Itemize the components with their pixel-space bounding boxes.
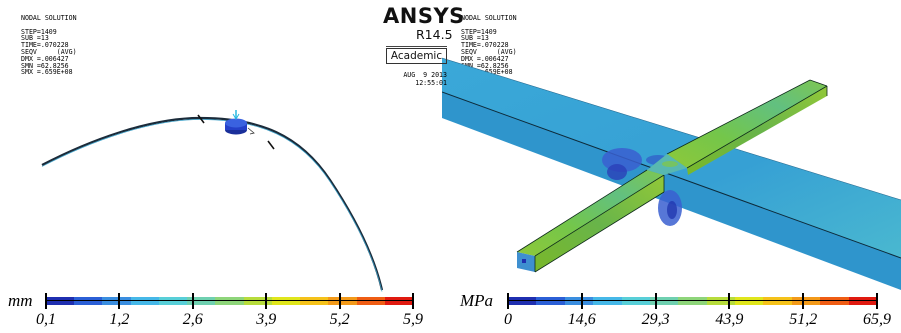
legend-tick-mark xyxy=(412,293,414,309)
legend-color-segment xyxy=(328,297,358,305)
legend-color-segment xyxy=(791,297,821,305)
legend-tick-label: 0 xyxy=(504,311,512,328)
legend-tick-mark xyxy=(728,293,731,309)
info-line: SMX =.659E+08 xyxy=(21,68,73,77)
beam-curve-highlight xyxy=(41,119,383,292)
legend-tick-mark xyxy=(45,293,47,309)
legend-color-segment xyxy=(621,297,651,305)
legend-tick-mark xyxy=(191,293,194,309)
beam-curve xyxy=(41,116,384,291)
stress-spot xyxy=(667,201,677,219)
legend-color-segment xyxy=(215,297,245,305)
legend-axis xyxy=(508,300,877,301)
info-line: SEQV (AVG) xyxy=(21,47,77,56)
legend-tick-label: 5,2 xyxy=(329,311,350,328)
beam-marker xyxy=(197,114,205,124)
legend-color-segment xyxy=(102,297,132,305)
legend-tick-label: 51,2 xyxy=(789,311,818,328)
legend-tick-label: 3,9 xyxy=(256,311,277,328)
legend-tick-label: 29,3 xyxy=(641,311,670,328)
info-line: TIME=.070228 xyxy=(21,41,69,50)
cross-beam-upper-side xyxy=(687,86,827,175)
stress-spot xyxy=(607,164,627,180)
legend-tick-label: 0,1 xyxy=(36,311,56,328)
legend-color-segment xyxy=(508,297,537,305)
legend-tick-label: 14,6 xyxy=(567,311,596,328)
left-legend-unit: mm xyxy=(8,291,33,310)
legend-axis xyxy=(46,300,413,301)
cross-beam-lower-side xyxy=(535,175,664,272)
info-line: SMN =62.8256 xyxy=(21,61,69,70)
legend-tick-mark xyxy=(580,293,583,309)
legend-color-segment xyxy=(564,297,594,305)
academic-badge: Academic xyxy=(386,48,447,64)
beam-marker xyxy=(267,140,275,150)
logo-divider xyxy=(386,46,447,47)
info-line: SUB =13 xyxy=(461,34,489,43)
legend-tick-mark xyxy=(876,293,878,309)
cross-beam-upper-top xyxy=(667,80,827,168)
time-text: 12:55:01 xyxy=(415,79,447,87)
right-color-legend xyxy=(508,297,878,305)
left-color-legend xyxy=(46,297,414,305)
legend-tick-label: 43,9 xyxy=(715,311,744,328)
date-text: AUG 9 2013 xyxy=(403,71,447,79)
legend-color-segment xyxy=(130,297,160,305)
legend-color-segment xyxy=(848,297,878,305)
ansys-logo-title: ANSYS xyxy=(383,4,465,28)
legend-color-segment xyxy=(271,297,301,305)
ansys-version: R14.5 xyxy=(416,27,453,42)
legend-color-segment xyxy=(678,297,708,305)
legend-color-segment xyxy=(706,297,736,305)
info-line: SEQV (AVG) xyxy=(461,47,517,56)
legend-color-segment xyxy=(735,297,764,305)
legend-tick-mark xyxy=(802,293,805,309)
legend-color-segment xyxy=(649,297,679,305)
info-line: DMX =.006427 xyxy=(21,54,69,63)
info-line: TIME=.070228 xyxy=(461,41,509,50)
cross-beam-lower-top xyxy=(517,170,664,256)
legend-tick-mark xyxy=(118,293,121,309)
info-line: STEP=1409 xyxy=(461,27,497,36)
load-block xyxy=(225,110,255,135)
legend-color-segment xyxy=(593,297,623,305)
right-legend-unit: MPa xyxy=(460,291,494,310)
legend-tick-mark xyxy=(507,293,509,309)
legend-color-segment xyxy=(300,297,329,305)
legend-color-segment xyxy=(536,297,566,305)
legend-color-segment xyxy=(187,297,216,305)
info-line: SUB =13 xyxy=(21,34,49,43)
legend-color-segment xyxy=(243,297,273,305)
legend-color-segment xyxy=(820,297,850,305)
legend-color-segment xyxy=(384,297,414,305)
legend-tick-label: 5,9 xyxy=(403,311,423,328)
legend-color-segment xyxy=(763,297,793,305)
legend-tick-mark xyxy=(654,293,657,309)
stress-contour-plot xyxy=(442,57,901,290)
legend-color-segment xyxy=(74,297,103,305)
info-line: NODAL SOLUTION xyxy=(461,14,517,22)
info-line: DMX =.006427 xyxy=(461,54,509,63)
legend-tick-label: 65,9 xyxy=(863,311,891,328)
legend-tick-mark xyxy=(265,293,268,309)
legend-color-segment xyxy=(356,297,386,305)
legend-color-segment xyxy=(46,297,75,305)
legend-tick-label: 2,6 xyxy=(182,311,203,328)
info-line: STEP=1409 xyxy=(21,27,57,36)
deflected-beam-plot xyxy=(41,110,384,292)
legend-tick-label: 1,2 xyxy=(109,311,130,328)
legend-tick-mark xyxy=(338,293,341,309)
info-line: NODAL SOLUTION xyxy=(21,14,77,22)
legend-color-segment xyxy=(158,297,188,305)
